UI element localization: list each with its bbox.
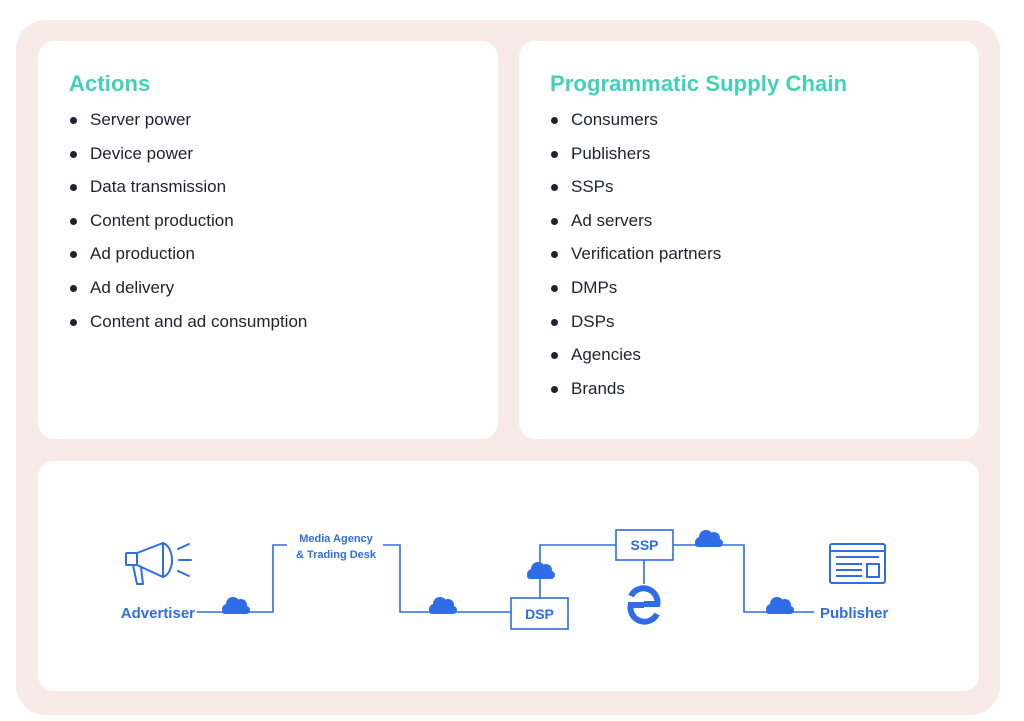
trading-desk-label: & Trading Desk [296, 549, 377, 561]
media-agency-label: Media Agency [299, 533, 373, 545]
supply-chain-item: Ad servers [550, 209, 721, 243]
actions-item: Data transmission [69, 175, 307, 209]
actions-item: Ad delivery [69, 276, 307, 310]
advertiser-label: Advertiser [121, 605, 195, 622]
dsp-label: DSP [525, 606, 554, 622]
ssp-label: SSP [630, 537, 658, 553]
supply-chain-list: Consumers Publishers SSPs Ad servers Ver… [550, 108, 721, 410]
actions-item: Content and ad consumption [69, 310, 307, 344]
supply-chain-item: Publishers [550, 142, 721, 176]
connector-lines [197, 544, 814, 613]
exchange-logo-icon [627, 585, 661, 625]
connector-dsp-ssp [539, 544, 616, 598]
diagram-panel [38, 461, 979, 691]
actions-title: Actions [69, 71, 151, 96]
cloud-icon [527, 562, 555, 579]
cloud-icon [695, 530, 723, 547]
supply-chain-item: Verification partners [550, 242, 721, 276]
supply-chain-title: Programmatic Supply Chain [550, 71, 848, 96]
actions-panel: Actions Server power Device power Data t… [38, 41, 498, 439]
supply-chain-item: DSPs [550, 310, 721, 344]
supply-chain-item: Agencies [550, 343, 721, 377]
cloud-icon [766, 597, 794, 614]
supply-chain-item: Consumers [550, 108, 721, 142]
dsp-box [510, 597, 569, 630]
actions-item: Ad production [69, 242, 307, 276]
actions-item: Server power [69, 108, 307, 142]
cloud-icon [222, 597, 250, 614]
actions-item: Device power [69, 142, 307, 176]
cloud-icon [429, 597, 457, 614]
webpage-icon [829, 543, 886, 584]
actions-item: Content production [69, 209, 307, 243]
ssp-box [615, 529, 674, 561]
supply-chain-item: DMPs [550, 276, 721, 310]
supply-chain-item: Brands [550, 377, 721, 411]
actions-list: Server power Device power Data transmiss… [69, 108, 307, 343]
supply-chain-item: SSPs [550, 175, 721, 209]
supply-chain-panel: Programmatic Supply Chain Consumers Publ… [519, 41, 979, 439]
megaphone-icon [125, 542, 192, 585]
publisher-label: Publisher [820, 605, 889, 622]
connector-ssp-publisher [673, 544, 814, 613]
